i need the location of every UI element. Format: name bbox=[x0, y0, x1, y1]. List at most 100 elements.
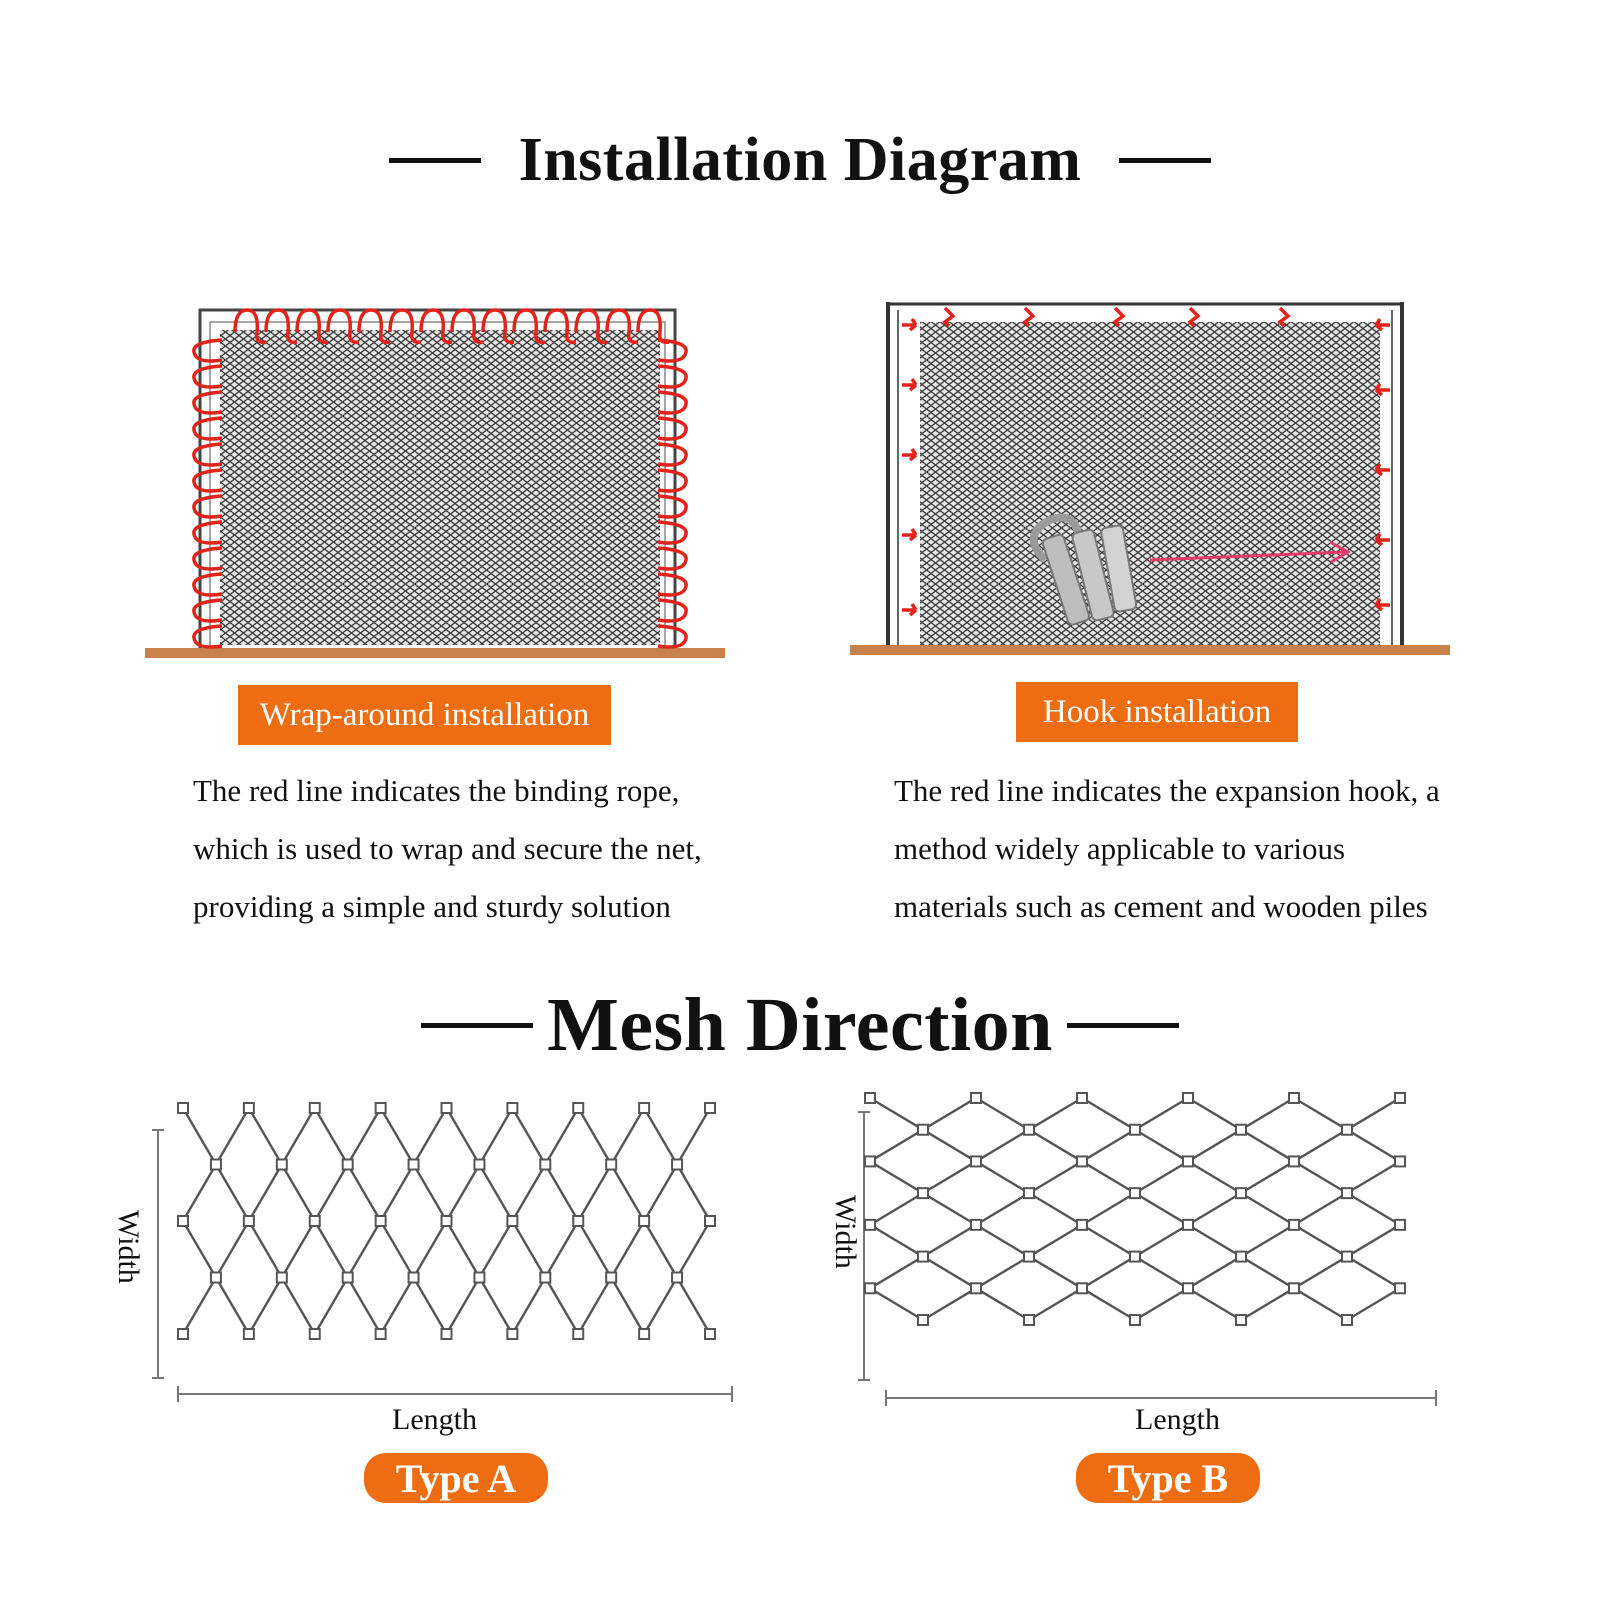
title-right-rule bbox=[1119, 157, 1212, 163]
mesh-wire bbox=[643, 1220, 679, 1279]
mesh-wire bbox=[247, 1107, 283, 1166]
mesh-ferrule bbox=[638, 1102, 651, 1114]
mesh-wire bbox=[643, 1107, 679, 1166]
mesh-wire bbox=[1134, 1096, 1189, 1131]
rope-loop bbox=[388, 308, 422, 345]
mesh-wire bbox=[975, 1128, 1030, 1163]
mesh-wire bbox=[478, 1220, 514, 1279]
mesh-wire bbox=[214, 1107, 250, 1166]
mesh-wire bbox=[922, 1192, 977, 1226]
mesh-ferrule bbox=[917, 1314, 929, 1326]
wrap-desc-line: providing a simple and sturdy solution bbox=[193, 889, 671, 924]
mesh-wire bbox=[1187, 1160, 1242, 1195]
mesh-wire bbox=[445, 1163, 481, 1222]
mesh-ferrule bbox=[572, 1215, 585, 1227]
mesh-wire bbox=[1028, 1255, 1083, 1290]
mesh-wire bbox=[1240, 1287, 1295, 1322]
mesh-ferrule bbox=[917, 1187, 929, 1200]
mesh-ferrule bbox=[638, 1215, 651, 1227]
mesh-wire bbox=[1240, 1223, 1295, 1258]
mesh-ferrule bbox=[407, 1271, 420, 1284]
mesh-ferrule bbox=[1182, 1282, 1194, 1295]
mesh-wire bbox=[1028, 1223, 1083, 1258]
mesh-ferrule bbox=[1341, 1123, 1353, 1136]
mesh-ferrule bbox=[1023, 1314, 1035, 1326]
hook-mark bbox=[902, 528, 918, 542]
mesh-ferrule bbox=[242, 1215, 255, 1227]
mesh-ferrule bbox=[1341, 1250, 1353, 1263]
mesh-wire bbox=[346, 1220, 382, 1279]
mesh-wire bbox=[280, 1220, 316, 1279]
wrap-around-tag: Wrap-around installation bbox=[238, 685, 611, 745]
mesh-wire bbox=[1081, 1192, 1136, 1226]
mesh-ferrule bbox=[374, 1328, 387, 1340]
rope-loop bbox=[657, 494, 688, 519]
mesh-ferrule bbox=[1235, 1250, 1247, 1263]
mesh-ferrule bbox=[1235, 1123, 1247, 1136]
mesh-wire bbox=[1134, 1287, 1189, 1322]
mesh-wire bbox=[1081, 1128, 1136, 1163]
mesh-wire bbox=[478, 1107, 514, 1166]
mesh-ferrule bbox=[506, 1215, 519, 1227]
rope-loop bbox=[192, 598, 223, 623]
mesh-wire bbox=[869, 1160, 924, 1195]
mesh-wire bbox=[214, 1276, 250, 1335]
mesh-ferrule bbox=[1076, 1282, 1088, 1295]
mesh-wire bbox=[181, 1276, 217, 1335]
mesh-wire bbox=[247, 1220, 283, 1279]
mesh-ferrule bbox=[671, 1158, 684, 1171]
mesh-wire bbox=[1028, 1287, 1083, 1322]
mesh-wire bbox=[869, 1255, 924, 1290]
mesh-wire bbox=[412, 1163, 448, 1222]
mesh-ferrule bbox=[341, 1271, 354, 1284]
mesh-ferrule bbox=[275, 1158, 288, 1171]
rope-loop bbox=[450, 308, 484, 345]
rope-loop bbox=[233, 308, 267, 345]
mesh-ferrule bbox=[671, 1271, 684, 1284]
mesh-ferrule bbox=[473, 1271, 486, 1284]
mesh-ferrule bbox=[341, 1158, 354, 1171]
mesh-ferrule bbox=[970, 1155, 982, 1168]
mesh-wire bbox=[511, 1220, 547, 1279]
mesh-wire bbox=[1134, 1192, 1189, 1226]
mesh-wire bbox=[247, 1163, 283, 1222]
mesh-ferrule bbox=[209, 1158, 222, 1171]
mesh-ferrule bbox=[308, 1215, 321, 1227]
mesh-wire bbox=[1240, 1128, 1295, 1163]
installation-title-row: Installation Diagram bbox=[0, 126, 1600, 194]
mesh-ferrule bbox=[242, 1328, 255, 1340]
mesh-wire bbox=[445, 1276, 481, 1335]
mesh-wire bbox=[1346, 1096, 1401, 1131]
mesh-wire bbox=[610, 1107, 646, 1166]
mesh-wire bbox=[412, 1276, 448, 1335]
mesh-wire bbox=[1346, 1128, 1401, 1163]
mesh-wire bbox=[1293, 1287, 1348, 1322]
mesh-wire bbox=[1081, 1223, 1136, 1258]
mesh-wire bbox=[181, 1107, 217, 1166]
mesh-ferrule bbox=[917, 1123, 929, 1136]
mesh-wire bbox=[1293, 1255, 1348, 1290]
rope-loop bbox=[657, 390, 688, 415]
hook-desc-line: method widely applicable to various bbox=[894, 831, 1346, 866]
mesh-ferrule bbox=[177, 1328, 189, 1340]
mesh-wire bbox=[379, 1107, 415, 1166]
hook-mark bbox=[1187, 306, 1201, 328]
rope-loop bbox=[192, 390, 223, 415]
mesh-wire bbox=[1293, 1096, 1348, 1131]
mesh-ferrule bbox=[374, 1102, 387, 1114]
hook-mark bbox=[1022, 306, 1036, 328]
installation-title: Installation Diagram bbox=[518, 125, 1082, 194]
mesh-ferrule bbox=[275, 1271, 288, 1284]
hook-tag: Hook installation bbox=[1016, 682, 1298, 742]
type-a-mesh bbox=[177, 1102, 716, 1340]
rope-loop bbox=[657, 468, 688, 493]
mesh-wire bbox=[379, 1220, 415, 1279]
mesh-wire bbox=[975, 1160, 1030, 1195]
mesh-wire bbox=[1187, 1223, 1242, 1258]
mesh-wire bbox=[922, 1096, 977, 1131]
mesh-ferrule bbox=[864, 1282, 876, 1295]
mesh-wire bbox=[280, 1163, 316, 1222]
mesh-ferrule bbox=[864, 1218, 876, 1231]
hook-illustration bbox=[850, 302, 1450, 655]
mesh-ferrule bbox=[572, 1102, 585, 1114]
